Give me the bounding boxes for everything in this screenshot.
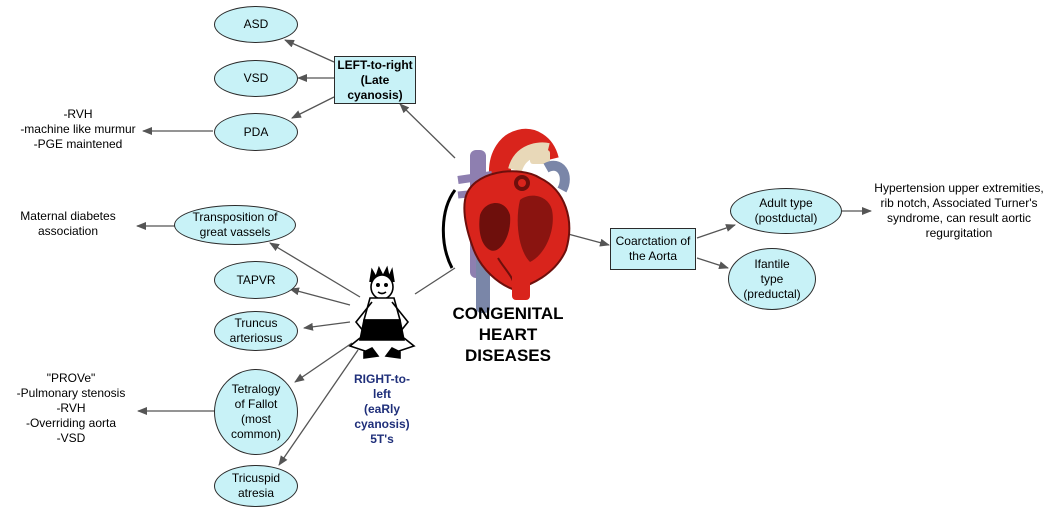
- arrow-to-pda: [291, 96, 335, 119]
- arrow-heart-to-coarctation: [567, 233, 610, 247]
- adult-type-node: Adult type (postductal): [730, 188, 842, 234]
- arrow-to-adult: [696, 224, 736, 239]
- adult-type-note: Hypertension upper extremities, rib notc…: [874, 181, 1044, 240]
- asd-node: ASD: [214, 6, 298, 43]
- infantile-type-node: Ifantile type (preductal): [728, 248, 816, 310]
- line-heart-to-figure: [414, 267, 456, 295]
- arrow-to-tof: [294, 342, 353, 383]
- arrow-to-infantile: [696, 257, 729, 270]
- arrow-to-asd: [284, 39, 335, 63]
- tapvr-node: TAPVR: [214, 261, 298, 299]
- right-to-left-label: RIGHT-to- left (eaRly cyanosis) 5T's: [354, 372, 410, 446]
- left-to-right-box: LEFT-to-right (Late cyanosis): [334, 56, 416, 104]
- arrow-to-truncus: [303, 321, 351, 331]
- transposition-node: Transposition of great vassels: [174, 205, 296, 245]
- transposition-note: Maternal diabetes association: [20, 209, 116, 238]
- pda-node: PDA: [214, 113, 298, 151]
- truncus-node: Truncus arteriosus: [214, 311, 298, 351]
- page-title: CONGENITAL HEART DISEASES: [452, 304, 564, 365]
- arrow-to-tapvr: [289, 287, 351, 306]
- tricuspid-node: Tricuspid atresia: [214, 465, 298, 507]
- arrow-heart-to-left-to-right: [399, 103, 456, 159]
- coarctation-box: Coarctation of the Aorta: [610, 228, 696, 270]
- arrow-to-tricuspid: [278, 349, 359, 466]
- squatting-figure-icon: [348, 265, 416, 359]
- arrow-to-transposition: [269, 242, 361, 298]
- vsd-node: VSD: [214, 60, 298, 97]
- tof-node: Tetralogy of Fallot (most common): [214, 369, 298, 455]
- heart-illustration: [441, 128, 571, 313]
- tof-note: "PROVe" -Pulmonary stenosis -RVH -Overri…: [16, 371, 126, 445]
- pda-note: -RVH -machine like murmur -PGE maintened: [20, 107, 136, 151]
